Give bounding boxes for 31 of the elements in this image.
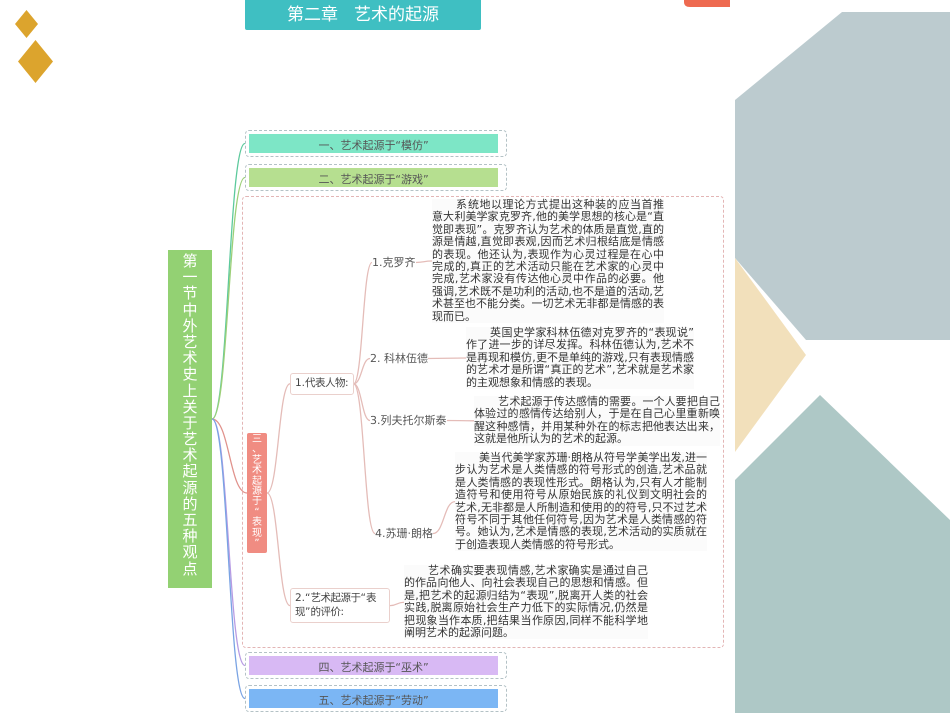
connector-line — [353, 383, 376, 534]
description-text: 艺术确实要表现情感,艺术家确实是通过自己的作品向他人、向社会表现自己的思想和情感。但是,把艺术的起源归结为“表现”,脱离开人类的社会实践,脱离原始社会生产力低下的实际情况,仍然是把现象当作本质,把结果当作原因,同样不能科学地阐明艺术的起源问题。 — [404, 565, 648, 640]
section-box: 第一节中外艺术史上关于艺术起源的五种观点 — [168, 250, 212, 588]
connector-line — [432, 501, 456, 534]
person-label: 1.克罗齐 — [372, 255, 416, 270]
connector-line — [266, 492, 290, 606]
connector-line — [353, 383, 370, 422]
title-banner: 第二章 艺术的起源 — [245, 0, 481, 30]
connector-line — [428, 357, 466, 360]
connector-line — [353, 262, 372, 384]
description-text: 英国史学家科林伍德对克罗齐的“表现说”作了进一步的详尽发挥。科林伍德认为,艺术不是再现和模仿,更不是单纯的游戏,只有表现情感的艺术才是所谓“真正的艺术”,艺术就是艺术家的主观想象和情感的表现。 — [466, 327, 694, 390]
category-box: 2.“艺术起源于“表现”的评价: — [290, 588, 390, 624]
connector-line — [266, 383, 290, 494]
person-label: 4.苏珊·朗格 — [375, 526, 433, 541]
connector-line — [416, 260, 432, 264]
person-label: 3.列夫托尔斯泰 — [370, 413, 446, 428]
connector-line — [353, 358, 370, 384]
topic-bar: 五、艺术起源于“劳动” — [245, 685, 507, 712]
person-label: 2. 科林伍德 — [370, 351, 428, 366]
group-frame — [242, 196, 724, 648]
connector-line — [446, 420, 474, 422]
connector-line — [390, 602, 404, 606]
topic-bar: 四、艺术起源于“巫术” — [245, 652, 507, 679]
connector-line — [212, 418, 248, 494]
branch-box: 三、艺术起源于“表现” — [247, 433, 267, 553]
topic-bar: 二、艺术起源于“游戏” — [245, 164, 507, 191]
description-text: 艺术起源于传达感情的需要。一个人要把自己体验过的感情传达给别人，于是在自己心里重新唤醒这种感情，并用某种外在的标志把他表达出来，这就是他所认为的艺术的起源。 — [474, 396, 720, 446]
description-text: 美当代美学家苏珊·朗格从符号学美学出发,进一步认为艺术是人类情感的符号形式的创造,艺术品就是人类情感的表现性形式。朗格认为,只有人才能制造符号和使用符号从原始民族的礼仪到文明社会的艺术,无非都是人所制造和使用的的符号,只不过艺术符号不同于其他任何符号,因为艺术是人类情感的符号。她认为,艺术是情感的表现,艺术活动的实质就在于创造表现人类情感的符号形式。 — [455, 452, 707, 552]
description-text: 系统地以理论方式提出这种装的应当首推意大利美学家克罗齐,他的美学思想的核心是“直觉即表现”。克罗齐认为艺术的体质是直觉,直的源是情越,直觉即表观,因而艺术归根结底是情感的表现。他还认为,表现作为心灵过程是在心中完成的,真正的艺术活动只能在艺术家的心灵中完成,艺术家没有传达他心灵中作品的必要。他强调,艺术既不是功利的活动,也不是道的活动,艺术甚至也不能分类。一切艺术无非都是情感的表现而已。 — [432, 199, 664, 324]
topic-bar: 一、艺术起源于“模仿” — [245, 130, 507, 157]
category-box: 1.代表人物: — [290, 373, 354, 395]
